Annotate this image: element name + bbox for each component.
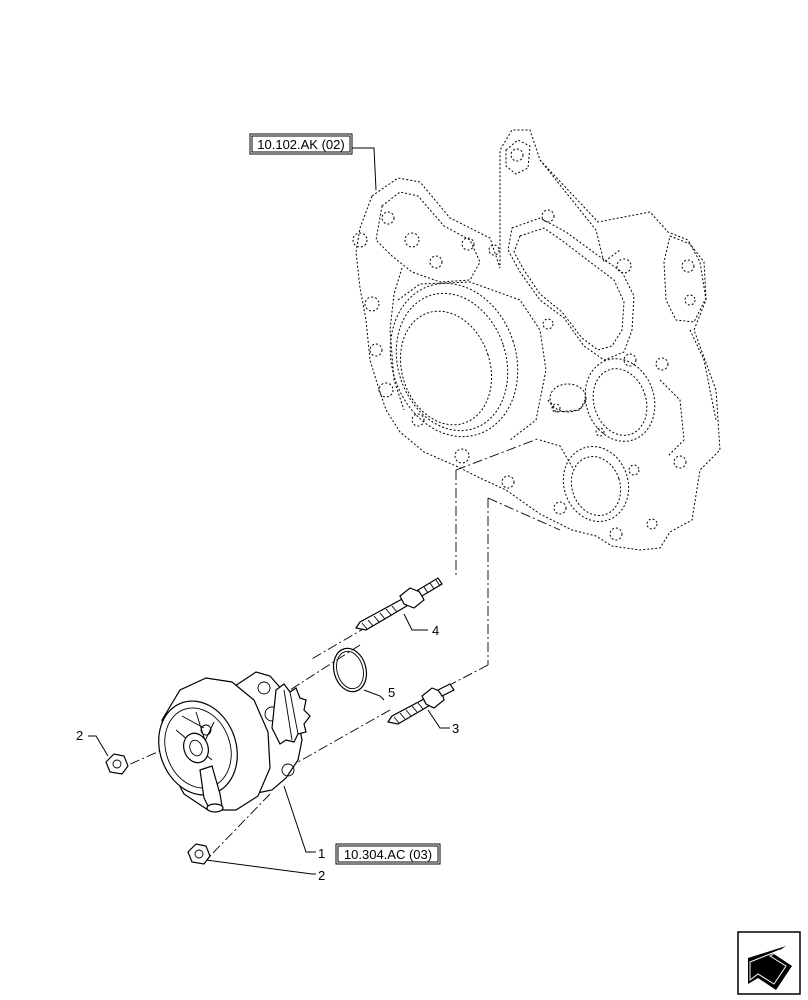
callout-2-left: 2: [76, 728, 83, 743]
flange-nut-2-left: [105, 753, 129, 775]
callout-4: 4: [432, 623, 439, 638]
callout-5: 5: [388, 685, 395, 700]
vacuum-pump-1: [158, 671, 311, 813]
o-ring-5: [332, 647, 368, 693]
ref-label-bottom: 10.304.AC (03): [344, 847, 432, 862]
timing-cover-ghost: [352, 129, 721, 551]
callout-1: 1: [318, 846, 325, 861]
callout-2-bottom: 2: [318, 868, 325, 883]
leader-lines: [88, 147, 450, 875]
callout-3: 3: [452, 721, 459, 736]
flange-nut-2-bottom: [187, 843, 211, 865]
stud-3: [387, 683, 455, 725]
ref-label-top: 10.102.AK (02): [257, 137, 344, 152]
ref-box-top[interactable]: 10.102.AK (02): [249, 133, 353, 155]
stud-4: [355, 577, 443, 631]
ref-box-bottom[interactable]: 10.304.AC (03): [335, 843, 441, 865]
arrow-bottom-left-icon[interactable]: [737, 931, 801, 995]
